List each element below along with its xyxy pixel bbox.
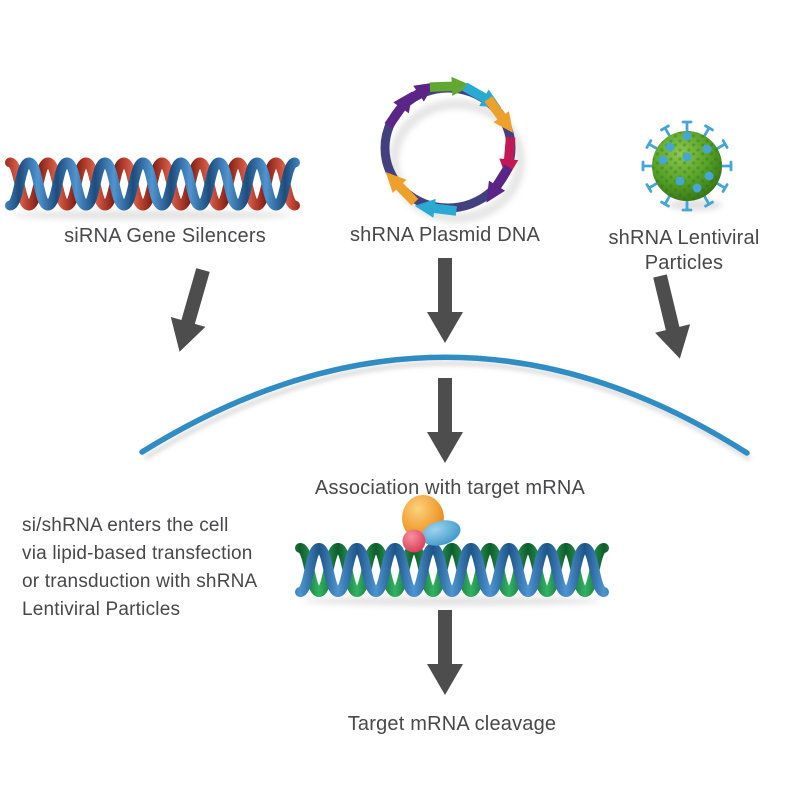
delivery-arrow-sirna-icon xyxy=(162,265,221,357)
lentivirus-icon xyxy=(641,120,733,212)
delivery-arrow-plasmid-icon xyxy=(427,258,463,343)
entry-note-line2: via lipid-based transfection xyxy=(22,543,253,564)
lentiviral-label-line1: shRNA Lentiviral xyxy=(608,227,760,249)
virus-capsomer-dots xyxy=(658,131,714,193)
sirna-label: siRNA Gene Silencers xyxy=(64,225,266,247)
cleavage-label: Target mRNA cleavage xyxy=(347,713,557,735)
sirna-helix-icon xyxy=(5,157,300,211)
lentiviral-label-line2: Particles xyxy=(644,252,724,274)
association-label: Association with target mRNA xyxy=(314,477,586,499)
plasmid-shadow xyxy=(389,99,525,223)
mrna-helix-shadow xyxy=(304,596,600,606)
plasmid-icon xyxy=(379,75,521,221)
delivery-arrow-lentiviral-icon xyxy=(642,271,698,363)
lentivirus-shadow xyxy=(668,199,722,211)
mrna-helix-icon xyxy=(295,542,609,598)
membrane-shadow xyxy=(143,360,752,462)
entry-note-line1: si/shRNA enters the cell xyxy=(22,515,229,536)
lentiviral-label: shRNA Lentiviral Particles xyxy=(584,226,784,276)
cleavage-arrow-icon xyxy=(427,610,463,695)
entry-note-line3: or transduction with shRNA xyxy=(22,571,258,592)
association-arrow-icon xyxy=(427,378,463,463)
entry-note-line4: Lentiviral Particles xyxy=(22,599,181,620)
cell-membrane-arc xyxy=(139,354,750,456)
sirna-helix-shadow xyxy=(12,210,292,220)
risc-red-protein xyxy=(402,529,426,553)
risc-blue-protein xyxy=(421,520,461,546)
risc-complex-icon xyxy=(402,495,461,553)
plasmid-label: shRNA Plasmid DNA xyxy=(349,224,541,246)
entry-note: si/shRNA enters the cell via lipid-based… xyxy=(22,512,312,624)
